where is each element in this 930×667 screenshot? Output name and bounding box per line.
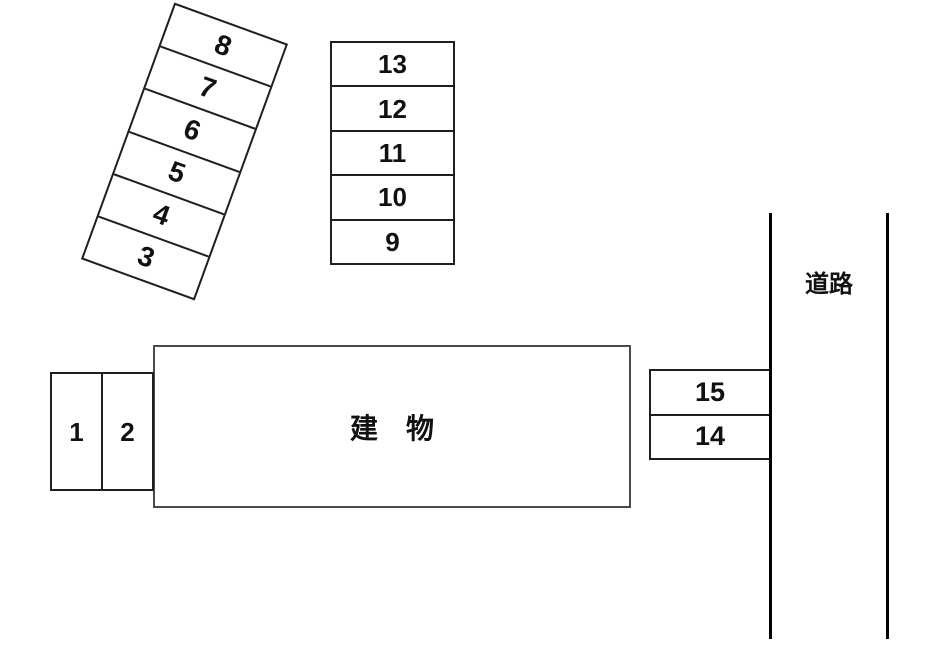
parking-block-14-15: 15 14 [649, 369, 771, 460]
space-2: 2 [101, 374, 152, 489]
space-14: 14 [651, 413, 769, 459]
space-15: 15 [694, 376, 726, 407]
space-13: 13 [378, 49, 407, 80]
space-9: 9 [332, 218, 453, 263]
road-label: 道路 [805, 271, 853, 298]
space-1: 1 [69, 416, 84, 447]
parking-block-9-to-13: 13 12 11 10 9 [330, 41, 455, 265]
road-edge-line-right [886, 213, 889, 639]
space-11: 11 [332, 129, 453, 174]
space-10: 10 [332, 174, 453, 218]
space-12: 12 [332, 85, 453, 129]
parking-block-3-to-8: 8 7 6 5 4 3 [80, 2, 289, 301]
road-edge-line-left [769, 213, 772, 639]
parking-block-1-2: 1 2 [50, 372, 154, 491]
building-label: 建 物 [349, 412, 434, 444]
building: 建 物 [153, 345, 631, 508]
